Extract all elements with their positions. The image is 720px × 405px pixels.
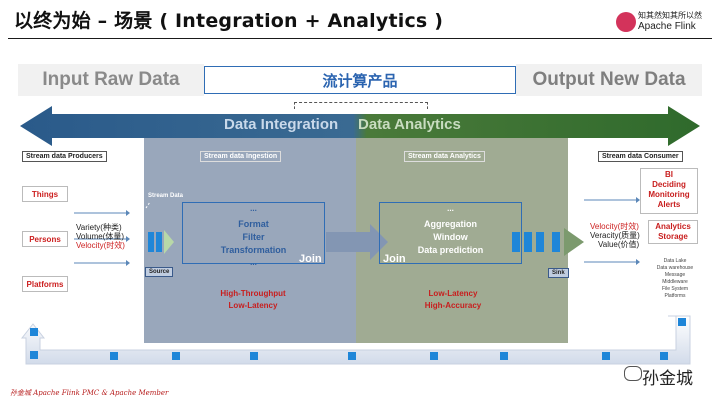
producer-velocity: Velocity(时效) [76,241,125,250]
ingestion-ops-ellipsis-top: ... [250,204,257,213]
store-data-warehouse: Data warehouse [656,265,694,271]
consumer-title: Stream data Consumer [598,151,683,162]
squirrel-icon [616,12,636,32]
analytics-ops-box [379,202,522,264]
analytics-op-window: Window [433,232,468,242]
pipeline-band [20,106,700,146]
producer-arrows [74,210,130,266]
ingestion-ops-ellipsis-bottom: ... [250,258,257,267]
store-platforms: Platforms [664,293,686,299]
bi-box [640,168,698,214]
ingestion-ops-box [182,202,325,264]
brand-logo: 知其然知其所以然 Apache Flink [616,8,712,38]
producer-volume: Volume(体量) [76,232,125,241]
analytics-latency: Low-Latency [428,289,478,298]
analytics-title: Stream data Analytics [404,151,485,162]
page-title: 以终为始 – 场景 ( Integration + Analytics ) [14,10,444,32]
ingestion-join-label: Join [299,253,322,265]
store-message: Message [664,272,686,278]
join-arrow [326,224,388,260]
logo-slogan: 知其然知其所以然 [638,11,702,20]
consumer-velocity: Velocity(时效) [590,222,639,231]
band-label-integration: Data Integration [224,116,339,133]
output-new-data-label: Output New Data [516,64,702,96]
analytics-panel [356,137,568,343]
consumer-value: Value(价值) [598,240,640,249]
logo-name: Apache Flink [638,21,696,32]
stream-data-label: Stream Data [148,193,184,199]
ingestion-panel [144,137,356,343]
analytics-ops-ellipsis: ... [447,204,454,213]
ingestion-throughput: High-Throughput [220,289,286,298]
ingestion-op-transformation: Transformation [220,245,287,255]
ingestion-title: Stream data Ingestion [200,151,282,162]
dashed-bracket [294,102,428,109]
feedback-loop [20,315,691,365]
bi-label: BI [665,170,673,179]
ingestion-latency: Low-Latency [228,301,278,310]
monitoring-label: Monitoring [648,190,690,199]
producer-persons: Persons [22,231,68,247]
ingestion-op-format: Format [238,219,269,229]
deciding-label: Deciding [652,180,686,189]
consumer-arrows [584,197,640,265]
analytics-storage-label-1: Analytics [655,222,691,231]
consumer-veracity: Veracity(质量) [590,231,640,240]
footer-watermark: 孙金城 [642,369,693,389]
analytics-accuracy: High-Accuracy [424,301,482,310]
analytics-join-label: Join [383,253,406,265]
footer-author: 孙金城 Apache Flink PMC & Apache Member [10,389,169,397]
producer-variety: Variety(种类) [76,223,122,232]
sink-stream-bars [512,228,584,256]
alerts-label: Alerts [657,200,681,209]
double-arrow-shape [20,106,700,146]
input-raw-data-label: Input Raw Data [18,64,204,96]
producer-things: Things [22,186,68,202]
ingestion-op-filter: Filter [242,232,265,242]
source-label: Source [145,267,174,277]
source-stream-bars [145,201,174,254]
stream-compute-product-box: 流计算产品 [204,66,516,94]
producer-platforms: Platforms [22,276,68,292]
analytics-storage-label-2: Storage [658,232,688,241]
sink-label: Sink [548,268,569,278]
analytics-op-data-prediction: Data prediction [417,245,484,255]
band-label-analytics: Data Analytics [358,116,461,133]
store-middleware: Middleware [662,279,688,285]
wechat-icon [624,366,642,381]
title-divider [8,38,712,39]
store-data-lake: Data Lake [663,258,687,264]
analytics-op-aggregation: Aggregation [424,219,477,229]
producers-title: Stream data Producers [22,151,107,162]
storage-box [648,220,698,244]
store-file-system: File System [661,286,689,292]
